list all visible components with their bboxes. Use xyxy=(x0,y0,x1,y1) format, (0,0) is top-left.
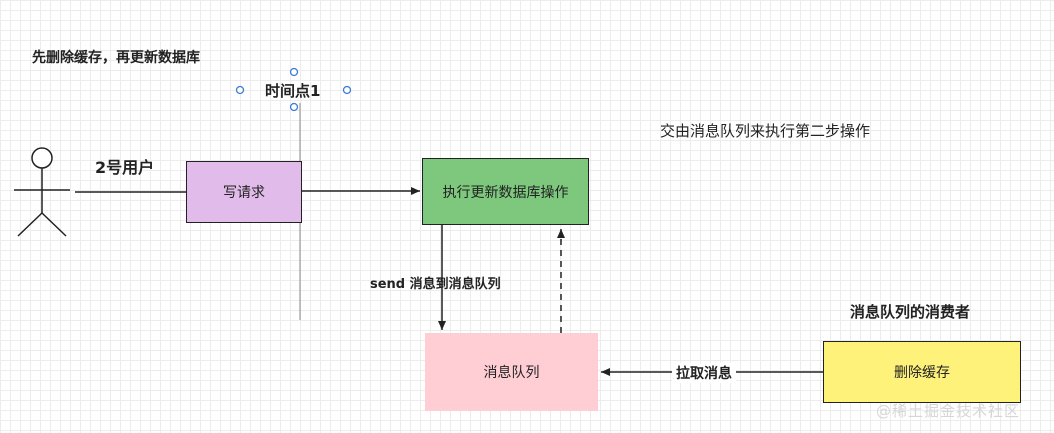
write-request-box[interactable]: 写请求 xyxy=(186,161,302,223)
pull-message-label[interactable]: 拉取消息 xyxy=(672,363,736,383)
watermark: @稀土掘金技术社区 xyxy=(876,402,1021,420)
delete-cache-label: 删除缓存 xyxy=(894,365,950,381)
actor-stick-figure-icon[interactable] xyxy=(14,147,70,237)
update-db-box[interactable]: 执行更新数据库操作 xyxy=(422,158,589,225)
time-point-label[interactable]: 时间点1 xyxy=(265,82,321,100)
send-to-queue-label[interactable]: send 消息到消息队列 xyxy=(370,277,501,292)
delete-cache-box[interactable]: 删除缓存 xyxy=(823,341,1021,403)
message-queue-box[interactable]: 消息队列 xyxy=(425,333,598,411)
actor-label[interactable]: 2号用户 xyxy=(95,158,155,177)
selection-handles[interactable] xyxy=(235,67,352,112)
note-queue-executes-step-two[interactable]: 交由消息队列来执行第二步操作 xyxy=(660,122,871,140)
queue-consumer-label[interactable]: 消息队列的消费者 xyxy=(850,303,971,321)
message-queue-label: 消息队列 xyxy=(483,365,540,381)
note-delete-cache-first[interactable]: 先删除缓存，再更新数据库 xyxy=(32,50,200,66)
write-request-label: 写请求 xyxy=(223,185,265,201)
update-db-label: 执行更新数据库操作 xyxy=(442,184,569,201)
